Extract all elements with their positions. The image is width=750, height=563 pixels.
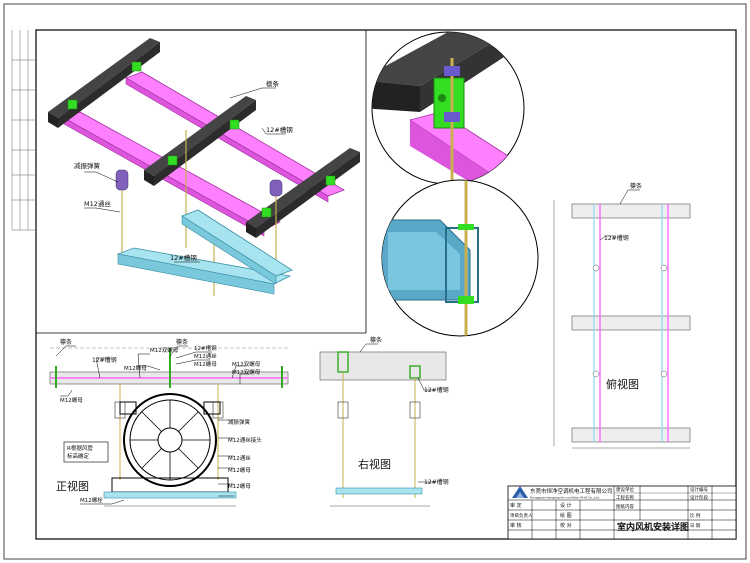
tb-client-label: 建设单位 [616,486,634,493]
top-label-channel: 12#槽钢 [604,234,629,242]
iso-label-channel: 12#槽钢 [266,125,293,134]
front-label-rod-joint: M12通丝接头 [228,436,262,444]
tb-scale-label: 比 例 [690,512,701,519]
detail-circle-top [371,31,525,185]
isometric-view: 檩条 12#槽钢 减振弹簧 M12通丝 12#槽钢 [36,30,367,334]
right-label-channel2: 12#槽钢 [424,478,449,486]
front-label-rod: M12通丝 [194,352,217,360]
iso-label-rod: M12通丝 [84,199,111,208]
tb-approve-label: 审 定 [510,502,522,509]
front-label-rod2: M12通丝 [228,454,251,462]
front-label-double-nut-2: M12双螺母 [232,360,261,368]
tb-draw-label: 绘 图 [560,512,572,519]
right-label-channel: 12#槽钢 [424,386,449,394]
front-view-title: 正视图 [56,479,89,493]
front-label-double-nut-3: M12双螺母 [232,368,261,376]
front-label-nut-left: M12螺母 [60,396,83,404]
title-block: 东莞市恒净空调机电工程有限公司 Dongguan hengjing Air-co… [507,485,737,540]
front-label-nut-a: M12螺母 [194,360,217,368]
company-name: 东莞市恒净空调机电工程有限公司 [530,487,613,495]
right-view: 檩条 12#槽钢 12#槽钢 右视图 [319,336,449,507]
detail-circle-bottom [381,179,539,337]
tb-pm-label: 项目负责人 [510,512,533,519]
front-label-double-nut-1: M12双螺母 [150,346,179,354]
iso-label-spring: 减振弹簧 [74,161,101,170]
tb-design-label: 设 计 [560,502,572,509]
tb-stage-label: 设计阶段 [690,494,708,501]
iso-purlin-beam [246,148,360,238]
drawing-title: 室内风机安装详图 [617,521,689,533]
front-label-nut-d: M12螺母 [228,482,251,490]
tb-date-label: 日 期 [690,523,701,529]
front-label-nut-b: M12螺母 [124,364,147,372]
iso-clamps [67,61,336,218]
top-view: 檩条 12#槽钢 俯视图 [553,182,691,449]
binding-strip [11,30,36,231]
tb-review-label: 审 核 [510,522,522,529]
front-note-line: R根据风管 [67,444,93,452]
tb-number-label: 设计编号 [690,486,708,493]
tb-check-label: 校 对 [560,522,572,529]
svg-text:标高确定: 标高确定 [67,452,90,460]
front-label-spring: 减振弹簧 [228,418,251,426]
drawing-border [35,29,737,540]
top-label-purlin: 檩条 [630,182,642,190]
right-view-title: 右视图 [358,457,391,471]
iso-label-channel-lower: 12#槽钢 [170,253,197,262]
front-label-channel-right: 12#槽钢 [194,344,217,352]
front-label-channel-top: 12#槽钢 [92,356,117,364]
tb-content-label: 图纸内容 [616,503,634,510]
front-view: R根据风管 标高确定 檩条 檩条 12#槽钢 M12双螺母 12#槽钢 [49,338,289,507]
front-label-nut-e: M12螺栓 [80,496,103,504]
iso-label-purlin: 檩条 [266,79,280,88]
right-label-purlin: 檩条 [370,336,382,344]
front-label-purlin: 檩条 [60,338,72,346]
company-name-en: Dongguan hengjing Air-condition M+E Co.,… [530,496,600,500]
top-view-title: 俯视图 [606,377,639,391]
tb-project-label: 工程名称 [616,494,634,501]
front-label-nut-c: M12螺母 [228,466,251,474]
front-label-purlin2: 檩条 [176,338,188,346]
